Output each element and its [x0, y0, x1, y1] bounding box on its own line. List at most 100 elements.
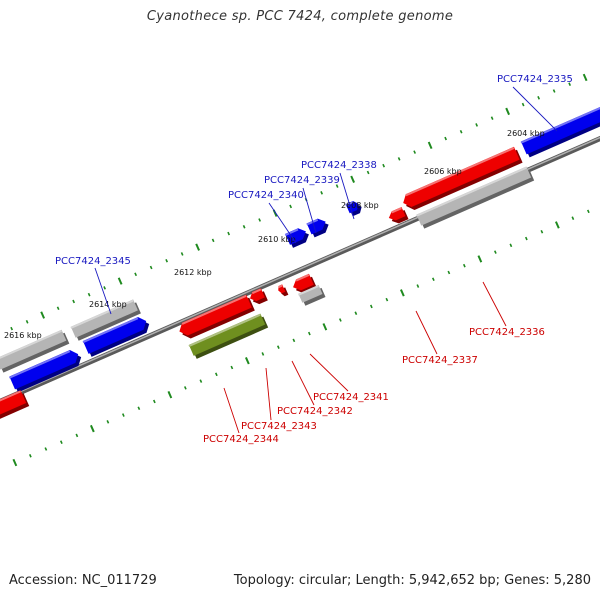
inner-tick-mark: [137, 406, 141, 411]
feature-body: [416, 166, 532, 226]
feature-highlight: [278, 284, 283, 289]
feature-highlight: [520, 107, 600, 144]
feature-highlight: [181, 294, 247, 325]
inner-tick-mark: [75, 433, 79, 438]
inner-tick-track: [12, 209, 590, 467]
gene-label-reverse: PCC7424_2344: [203, 434, 279, 445]
inner-tick-mark: [524, 236, 528, 241]
outer-tick-mark: [25, 320, 29, 324]
leader-line: [415, 310, 438, 355]
outer-tick-mark: [397, 157, 401, 161]
outer-tick-mark: [444, 136, 448, 141]
gene-label-reverse: PCC7424_2337: [402, 355, 478, 366]
inner-tick-mark: [571, 216, 575, 220]
kbp-label: 2606 kbp: [424, 167, 462, 176]
inner-tick-mark: [369, 304, 373, 309]
outer-tick-track: [10, 73, 588, 331]
gene-PCC7424_2336: [403, 146, 523, 210]
outer-tick-mark: [72, 299, 76, 304]
leader-line: [223, 387, 240, 434]
gene-PCC7424_2344b: [249, 288, 268, 305]
leader-line: [309, 353, 349, 392]
inner-tick-mark: [586, 209, 590, 214]
feature-body: [293, 273, 314, 291]
outer-tick-mark: [242, 224, 246, 229]
inner-tick-mark: [28, 453, 32, 458]
feature-body: [0, 329, 67, 370]
gene-PCC7424_2349: [0, 390, 30, 419]
inner-tick-mark: [12, 458, 18, 467]
inner-tick-mark: [214, 372, 218, 377]
feature-body: [0, 390, 27, 415]
outer-tick-mark: [366, 170, 370, 175]
feature-highlight: [251, 288, 262, 295]
kbp-label: 2608 kbp: [341, 201, 379, 210]
leader-line: [268, 202, 297, 244]
outer-tick-mark: [10, 326, 14, 331]
outer-tick-mark: [149, 265, 153, 270]
outer-tick-mark: [413, 150, 417, 154]
gene-PCC7424_2335: [520, 106, 600, 158]
inner-tick-mark: [555, 221, 560, 229]
outer-tick-mark: [117, 277, 123, 285]
inner-tick-mark: [261, 352, 265, 356]
gene-label-reverse: PCC7424_2341: [313, 392, 389, 403]
outer-tick-mark: [103, 286, 107, 290]
inner-tick-mark: [447, 270, 451, 275]
feature-highlight: [70, 299, 134, 329]
outer-tick-mark: [537, 96, 541, 100]
inner-tick-mark: [431, 277, 435, 282]
inner-tick-mark: [90, 424, 95, 433]
gene-PCC7424_2347: [9, 350, 82, 393]
feature-highlight: [297, 285, 319, 296]
inner-tick-mark: [540, 229, 544, 234]
inner-tick-mark: [462, 263, 466, 268]
outer-tick-mark: [289, 204, 293, 209]
leader-line: [265, 367, 272, 421]
feature-body: [403, 146, 520, 207]
inner-tick-mark: [307, 331, 311, 336]
outer-tick-mark: [320, 191, 324, 195]
inner-tick-mark: [245, 357, 250, 365]
outer-tick-mark: [505, 107, 510, 116]
gene-PCC7424_2344c: [188, 313, 269, 359]
leader-line: [302, 187, 317, 234]
gene-label-reverse: PCC7424_2336: [469, 327, 545, 338]
genome-backbone: [0, 135, 600, 405]
gene-label-reverse: PCC7424_2343: [241, 421, 317, 432]
inner-tick-mark: [59, 440, 63, 444]
inner-tick-mark: [183, 386, 187, 390]
leader-line: [291, 360, 315, 406]
gene-label-reverse: PCC7424_2342: [277, 406, 353, 417]
feature-body: [9, 350, 79, 390]
inner-tick-mark: [400, 289, 405, 297]
outer-tick-mark: [568, 82, 572, 87]
outer-tick-mark: [134, 272, 138, 277]
inner-tick-mark: [121, 413, 125, 417]
outer-tick-mark: [211, 238, 215, 243]
inner-tick-mark: [509, 243, 513, 248]
inner-tick-mark: [276, 345, 280, 349]
outer-tick-mark: [521, 102, 525, 107]
kbp-label: 2612 kbp: [174, 268, 212, 277]
label-leader-lines: [94, 86, 558, 434]
inner-tick-mark: [167, 390, 173, 399]
outer-tick-mark: [258, 218, 262, 222]
inner-tick-mark: [385, 297, 389, 302]
inner-tick-mark: [493, 250, 497, 254]
feature-body: [388, 206, 406, 221]
feature-highlight: [306, 218, 319, 226]
gene-PCC7424_2340: [284, 228, 309, 248]
gene-PCC7424_2336b: [416, 166, 535, 229]
genome-summary: Topology: circular; Length: 5,942,652 bp…: [233, 573, 591, 588]
inner-tick-mark: [152, 399, 156, 404]
feature-highlight: [0, 329, 62, 359]
backbone-highlight: [0, 136, 600, 402]
feature-highlight: [188, 313, 261, 347]
feature-highlight: [0, 390, 22, 402]
gene-label-forward: PCC7424_2335: [497, 74, 573, 85]
gene-PCC7424_2346: [70, 299, 141, 341]
outer-tick-mark: [165, 258, 169, 263]
feature-highlight: [391, 207, 402, 214]
